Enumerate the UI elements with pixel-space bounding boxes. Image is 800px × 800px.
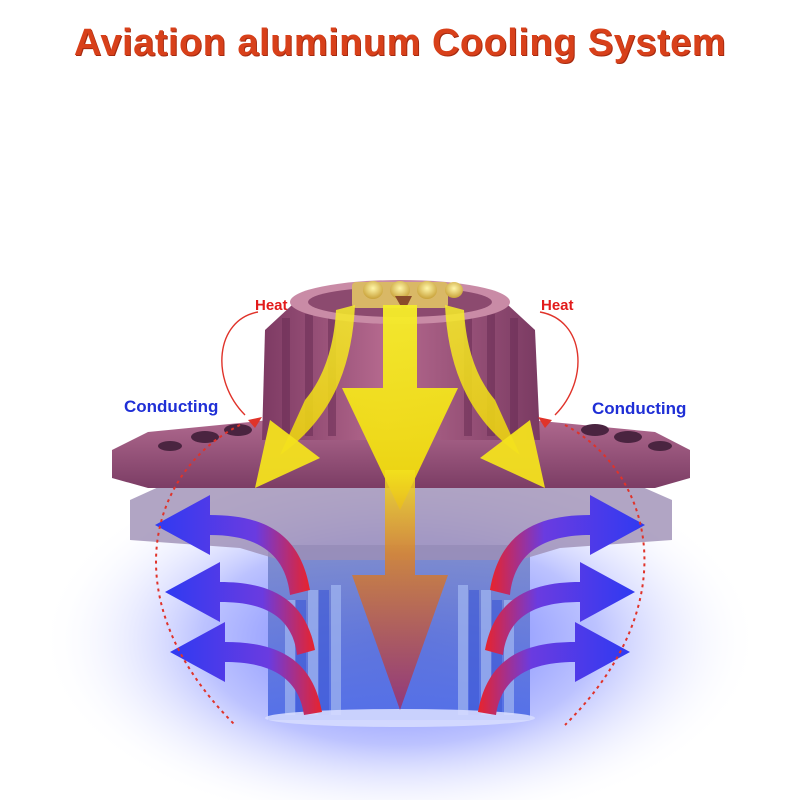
airflow-arrow-icon — [155, 495, 322, 715]
heat-flow-path — [221, 311, 579, 416]
conducting-label-right: Conducting — [592, 399, 687, 418]
heat-label-left: Heat — [255, 297, 288, 314]
page-title: Aviation aluminum Cooling System — [73, 22, 727, 64]
heat-arrow-icon — [255, 305, 545, 510]
airflow-path — [155, 424, 646, 726]
conducting-label-left: Conducting — [124, 397, 219, 416]
center-heat-arrow — [352, 470, 448, 710]
heat-label-right: Heat — [541, 297, 574, 314]
airflow-arrow-icon — [478, 495, 645, 715]
conduct-arrowhead — [248, 417, 552, 428]
led-chip-icon — [352, 281, 463, 312]
